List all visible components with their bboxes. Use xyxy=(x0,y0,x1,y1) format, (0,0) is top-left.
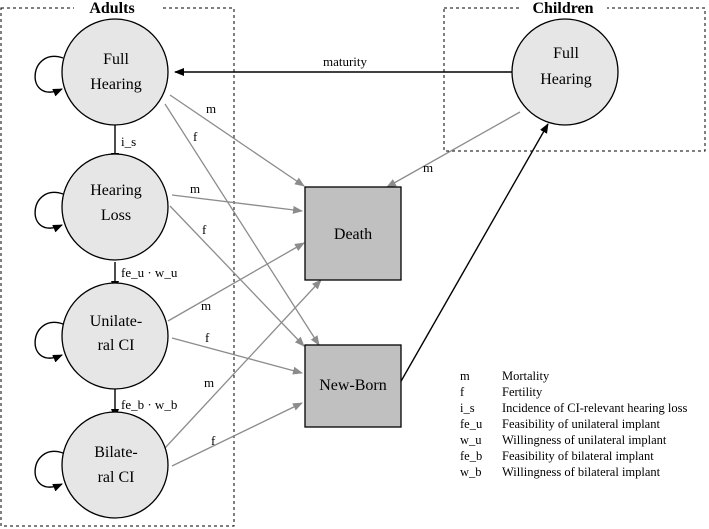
legend-abbr-2: i_s xyxy=(460,401,475,415)
legend: m Mortality f Fertility i_s Incidence of… xyxy=(460,369,687,479)
label-maturity: maturity xyxy=(323,54,368,69)
legend-text-1: Fertility xyxy=(502,385,543,399)
node-adult-full-hearing-line1: Full xyxy=(103,51,129,68)
label-m-childhearing: m xyxy=(423,160,433,175)
label-f-bilateral: f xyxy=(211,433,216,448)
edge-hearingloss-death-m xyxy=(171,194,303,214)
node-hearing-loss-line2: Loss xyxy=(101,207,131,224)
node-new-born-label: New-Born xyxy=(319,377,387,394)
edge-hearingloss-newborn-f xyxy=(169,205,305,347)
selfloop-fullhearing xyxy=(34,55,64,97)
node-hearing-loss-line1: Hearing xyxy=(90,182,142,199)
legend-text-2: Incidence of CI-relevant hearing loss xyxy=(502,401,687,415)
legend-abbr-1: f xyxy=(460,385,465,399)
legend-text-0: Mortality xyxy=(502,369,550,383)
label-f-hearingloss: f xyxy=(202,222,207,237)
legend-abbr-3: fe_u xyxy=(460,417,483,431)
edge-unilateral-newborn-f xyxy=(171,337,303,375)
edge-newborn-childhearing xyxy=(399,123,549,384)
node-bilateral-ci-line2: ral CI xyxy=(98,469,135,486)
legend-abbr-5: fe_b xyxy=(460,449,482,463)
node-unilateral-ci: Unilate- ral CI xyxy=(61,282,169,390)
edge-bilateral-newborn-f xyxy=(171,402,303,467)
legend-abbr-0: m xyxy=(460,369,470,383)
label-m-bilateral: m xyxy=(204,375,214,390)
node-death: Death xyxy=(304,186,402,281)
node-death-label: Death xyxy=(334,226,372,243)
selfloop-hearingloss xyxy=(34,191,64,233)
label-f-unilateral: f xyxy=(205,330,210,345)
legend-text-4: Willingness of unilateral implant xyxy=(502,433,667,447)
node-adult-full-hearing-line2: Hearing xyxy=(90,76,142,93)
edge-childhearing-death-m xyxy=(386,111,521,188)
node-unilateral-ci-line1: Unilate- xyxy=(90,313,142,330)
edge-fullhearing-death-m xyxy=(169,94,305,187)
legend-abbr-6: w_b xyxy=(460,465,482,479)
children-title-bg xyxy=(519,0,607,18)
adults-title-bg xyxy=(74,0,160,18)
node-child-full-hearing-line1: Full xyxy=(553,45,579,62)
label-m-fullhearing: m xyxy=(206,101,216,116)
children-group-box xyxy=(443,7,706,152)
node-new-born: New-Born xyxy=(304,344,402,428)
node-child-full-hearing: Full Hearing xyxy=(511,18,619,126)
node-bilateral-ci-line1: Bilate- xyxy=(94,444,138,461)
edge-bilateral-death-m xyxy=(164,279,322,449)
label-is: i_s xyxy=(121,134,136,149)
node-adult-full-hearing: Full Hearing xyxy=(61,18,169,126)
legend-text-6: Willingness of bilateral implant xyxy=(502,465,661,479)
node-bilateral-ci: Bilate- ral CI xyxy=(61,411,169,519)
legend-text-3: Feasibility of unilateral implant xyxy=(502,417,660,431)
selfloop-unilateral xyxy=(34,321,64,363)
edge-unilateral-death-m xyxy=(167,242,305,322)
edge-fullhearing-newborn-f xyxy=(164,103,320,346)
label-feu-wu: fe_u · w_u xyxy=(121,265,178,280)
selfloop-bilateral xyxy=(34,450,64,492)
node-unilateral-ci-line2: ral CI xyxy=(98,337,135,354)
node-hearing-loss: Hearing Loss xyxy=(61,153,169,261)
legend-text-5: Feasibility of bilateral implant xyxy=(502,449,654,463)
adults-group-title: Adults xyxy=(89,0,134,17)
label-f-fullhearing: f xyxy=(193,129,198,144)
label-feb-wb: fe_b · w_b xyxy=(121,397,177,412)
legend-abbr-4: w_u xyxy=(460,433,482,447)
label-m-hearingloss: m xyxy=(190,181,200,196)
node-child-full-hearing-line2: Hearing xyxy=(540,71,592,88)
label-m-unilateral: m xyxy=(201,298,211,313)
children-group-title: Children xyxy=(532,0,593,17)
